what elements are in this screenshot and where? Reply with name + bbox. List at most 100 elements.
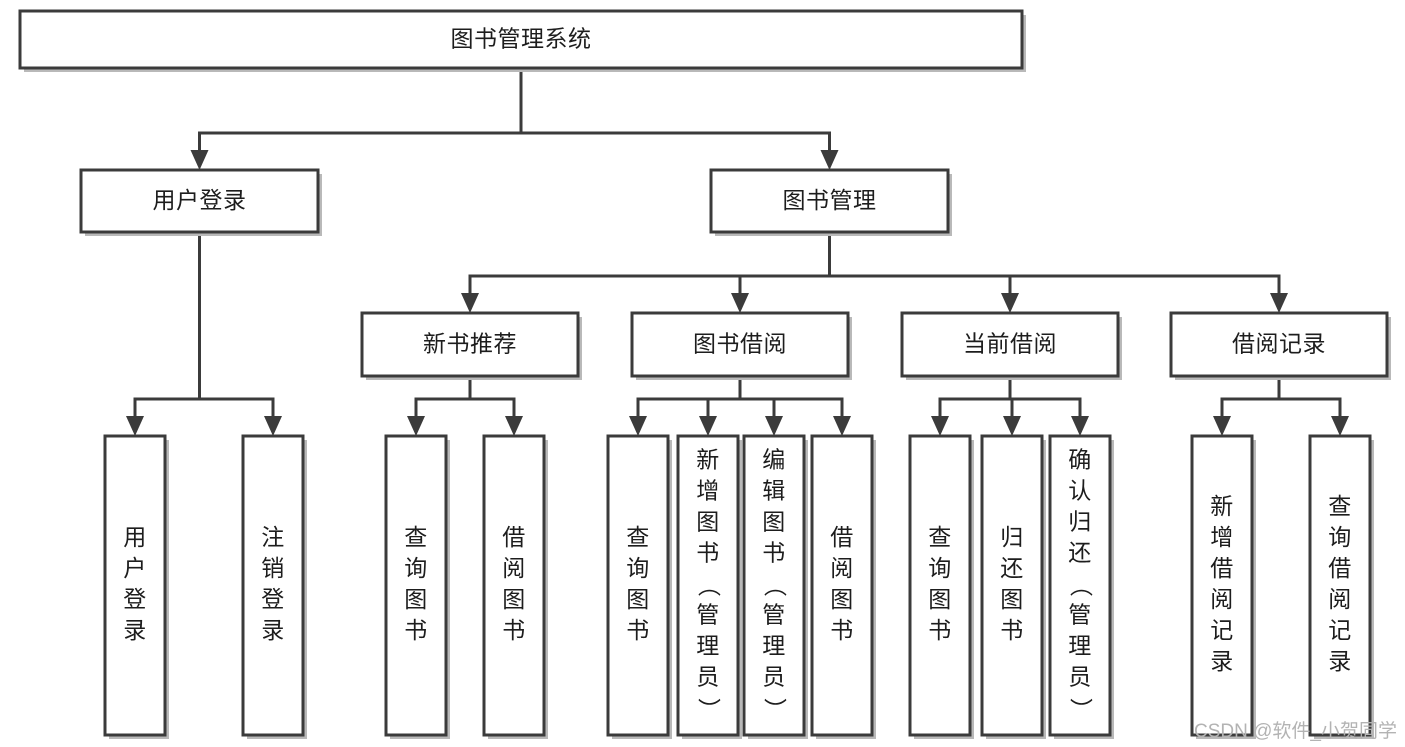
node-label-char: 理: [762, 633, 786, 659]
node-layer: 图书管理系统用户登录图书管理新书推荐图书借阅当前借阅借阅记录用户登录注销登录查询…: [18, 9, 1391, 739]
node-label-char: 销: [261, 555, 285, 581]
node-label-char: 阅: [502, 555, 526, 581]
node-label-char: 管: [1068, 602, 1092, 628]
connector-layer: [126, 66, 1349, 436]
connector-group-borrow-record: [1213, 374, 1349, 436]
node-box[interactable]: [606, 434, 670, 737]
node-label: 图书管理: [783, 187, 877, 213]
node-label: 当前借阅: [963, 331, 1057, 357]
node-label-char: 书: [404, 617, 428, 643]
node-box[interactable]: [900, 311, 1120, 378]
node-label-char: 查: [928, 524, 952, 550]
node-label-char: 图: [830, 586, 854, 612]
node-box[interactable]: [18, 9, 1024, 70]
node-label-char: 阅: [1210, 586, 1234, 612]
node-label-char: 编: [762, 447, 786, 473]
node-book-manage[interactable]: 图书管理: [709, 168, 952, 236]
node-box[interactable]: [103, 434, 167, 737]
node-box[interactable]: [630, 311, 850, 378]
node-label-char: 图: [928, 586, 952, 612]
node-label-char: 户: [123, 555, 147, 581]
connector-group-current-borrow: [931, 374, 1089, 436]
node-label-char: 阅: [1328, 586, 1352, 612]
node-label-char: 图: [762, 509, 786, 535]
node-label-char: 增: [1210, 524, 1234, 550]
node-label-char: 确: [1068, 447, 1092, 473]
node-box[interactable]: [1190, 434, 1254, 737]
node-label: 新书推荐: [423, 331, 517, 357]
node-label-char: 查: [626, 524, 650, 550]
node-box[interactable]: [980, 434, 1044, 737]
node-label-char: 询: [626, 555, 650, 581]
node-box[interactable]: [810, 434, 874, 737]
node-label-char: ）: [696, 698, 722, 722]
node-new-book-recommend[interactable]: 新书推荐: [360, 311, 582, 380]
node-label-char: 录: [1328, 648, 1352, 674]
node-label-char: 录: [1210, 648, 1234, 674]
node-label-char: 录: [123, 617, 147, 643]
node-borrow-record[interactable]: 借阅记录: [1169, 311, 1391, 380]
node-label-char: 管: [696, 602, 720, 628]
node-leaf-user-login[interactable]: 用户登录: [103, 434, 169, 739]
node-box[interactable]: [360, 311, 580, 378]
node-current-borrow[interactable]: 当前借阅: [900, 311, 1122, 380]
node-box[interactable]: [384, 434, 448, 737]
node-label-char: 图: [1000, 586, 1024, 612]
node-label-char: 归: [1000, 524, 1024, 550]
node-label-char: 新: [696, 447, 720, 473]
node-label-char: 书: [696, 540, 720, 566]
node-root[interactable]: 图书管理系统: [18, 9, 1026, 72]
node-box[interactable]: [908, 434, 972, 737]
node-label-char: 员: [696, 664, 720, 690]
node-label-char: 书: [1000, 617, 1024, 643]
node-label-char: 录: [261, 617, 285, 643]
node-box[interactable]: [676, 434, 740, 737]
node-label-char: （: [1068, 574, 1094, 598]
node-label-char: 新: [1210, 493, 1234, 519]
node-label-char: 借: [830, 524, 854, 550]
node-label: 图书借阅: [693, 331, 787, 357]
node-label-char: 查: [1328, 493, 1352, 519]
node-box[interactable]: [482, 434, 546, 737]
node-box[interactable]: [1308, 434, 1372, 737]
node-label-char: 书: [928, 617, 952, 643]
node-box[interactable]: [1048, 434, 1112, 737]
node-label-char: 归: [1068, 509, 1092, 535]
node-label-char: 阅: [830, 555, 854, 581]
node-box[interactable]: [742, 434, 806, 737]
node-label-char: 记: [1210, 617, 1234, 643]
connector-group-book-manage: [461, 230, 1288, 313]
node-label-char: 理: [1068, 633, 1092, 659]
node-label-char: 询: [1328, 524, 1352, 550]
node-box[interactable]: [709, 168, 950, 234]
node-box[interactable]: [1169, 311, 1389, 378]
node-label-char: 图: [404, 586, 428, 612]
node-user-login[interactable]: 用户登录: [79, 168, 322, 236]
node-label-char: 员: [762, 664, 786, 690]
node-label-char: 书: [502, 617, 526, 643]
node-label-char: 管: [762, 602, 786, 628]
node-label-char: 询: [928, 555, 952, 581]
node-label-char: 认: [1068, 478, 1092, 504]
node-label-char: 书: [762, 540, 786, 566]
connector-group-book-borrow: [629, 374, 851, 436]
node-label: 用户登录: [153, 187, 247, 213]
node-book-borrow[interactable]: 图书借阅: [630, 311, 852, 380]
node-label-char: 增: [696, 478, 720, 504]
node-box[interactable]: [241, 434, 305, 737]
node-label-char: 员: [1068, 664, 1092, 690]
node-box[interactable]: [79, 168, 320, 234]
